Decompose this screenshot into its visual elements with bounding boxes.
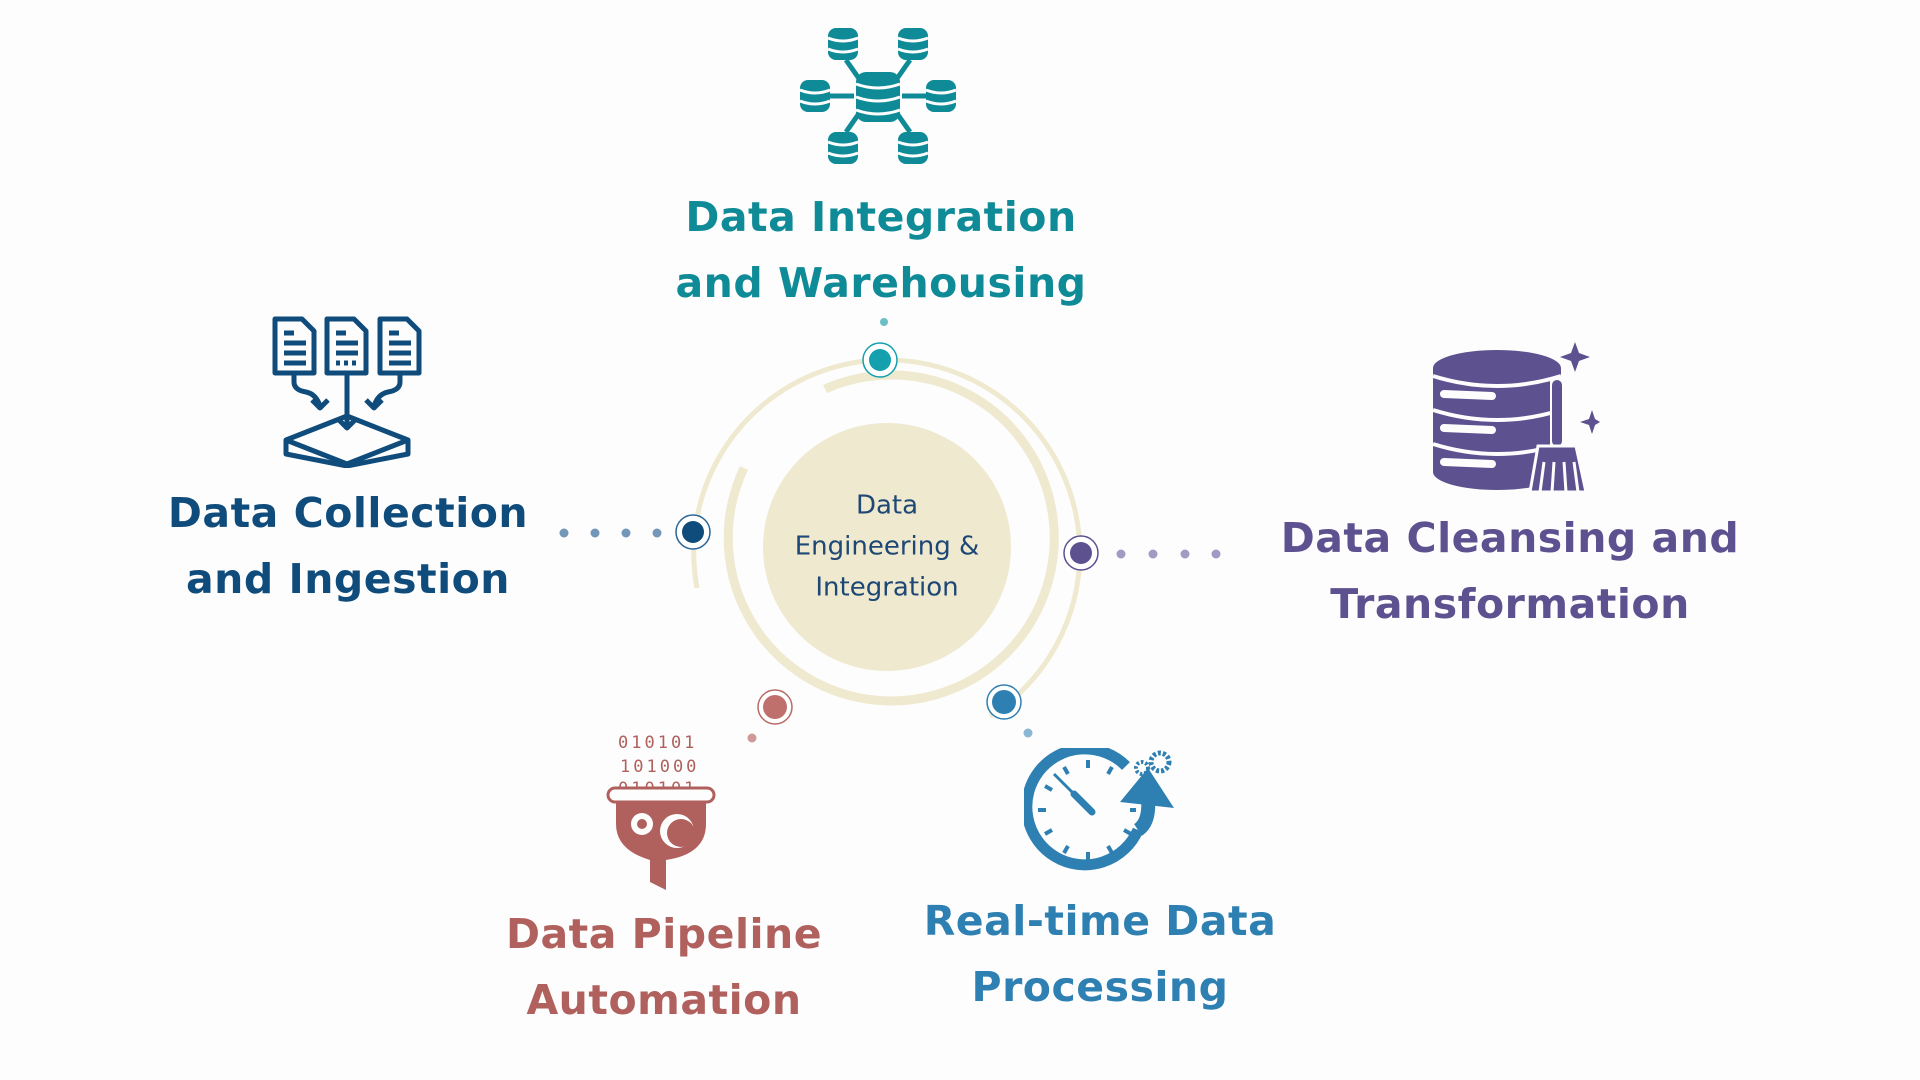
node-title-integration: Data Integration and Warehousing [676, 184, 1087, 316]
connector-dot [1211, 549, 1221, 559]
title-line: Data Cleansing and [1280, 514, 1740, 562]
node-title-collection: Data Collection and Ingestion [168, 480, 528, 612]
connector-dot [1180, 549, 1190, 559]
connector-dot [1116, 549, 1126, 559]
clock-arrow-gears-icon [1024, 748, 1174, 871]
title-line: and Ingestion [185, 555, 510, 603]
title-line: Transformation [1330, 580, 1690, 628]
connector-dot [880, 318, 888, 326]
title-line: Data Integration [685, 193, 1077, 241]
title-line: and Warehousing [675, 259, 1087, 307]
title-line: Processing [971, 963, 1229, 1011]
connector-dot [652, 528, 662, 538]
title-line: Data Collection [167, 489, 529, 537]
node-title-cleansing: Data Cleansing and Transformation [1281, 505, 1740, 637]
title-line: Real-time Data [923, 897, 1277, 945]
database-network-icon [800, 28, 956, 164]
binary-funnel-gears-icon: 010101 101000 010101 [606, 733, 716, 890]
connector-dot [621, 528, 631, 538]
outer-ring-arc [691, 357, 1083, 719]
center-line: Engineering & [794, 531, 980, 562]
middle-ring-arc [723, 370, 1059, 706]
title-line: Data Pipeline [505, 910, 823, 958]
node-marker-collection[interactable] [675, 514, 711, 550]
connector-dot [747, 733, 757, 743]
node-marker-cleansing[interactable] [1063, 535, 1099, 571]
binary-line: 101000 [620, 757, 699, 777]
title-line: Automation [526, 976, 802, 1024]
database-broom-icon [1432, 342, 1600, 494]
node-marker-integration[interactable] [862, 342, 898, 378]
binary-line: 010101 [618, 733, 697, 753]
node-title-realtime: Real-time Data Processing [924, 888, 1277, 1020]
connector-dot [590, 528, 600, 538]
connector-dot [1148, 549, 1158, 559]
center-hub-label: Data Engineering & Integration [795, 486, 980, 609]
node-marker-realtime[interactable] [986, 684, 1022, 720]
center-line: Integration [815, 572, 959, 603]
center-line: Data [855, 490, 919, 521]
connector-dot [559, 528, 569, 538]
documents-ingest-icon [272, 316, 422, 468]
center-hub-disc [763, 423, 1011, 671]
node-marker-pipeline[interactable] [757, 689, 793, 725]
connector-dot [1023, 728, 1033, 738]
node-title-pipeline: Data Pipeline Automation [506, 901, 822, 1033]
